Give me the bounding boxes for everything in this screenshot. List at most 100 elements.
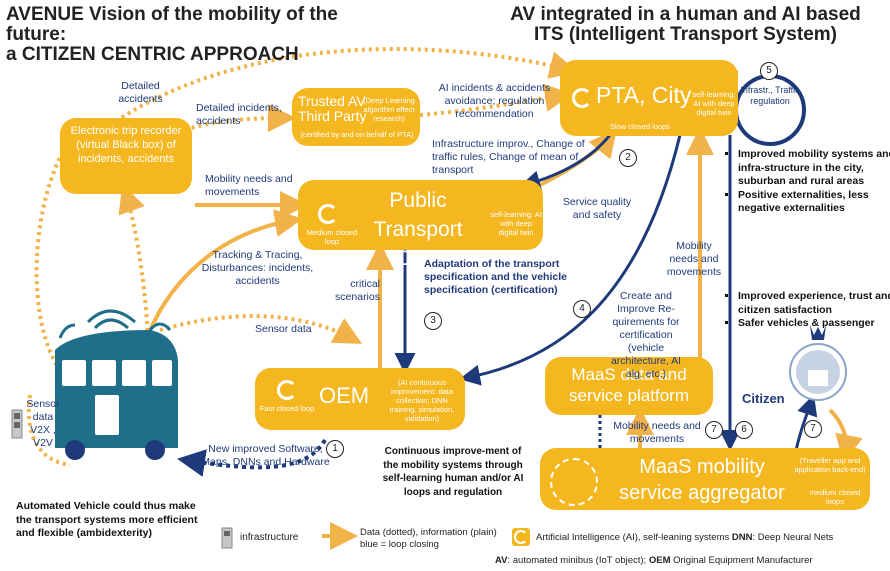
label-adaptation: Adaptation of the transport specificatio… (424, 258, 567, 296)
recorder-text: Electronic trip recorder (virtual Black … (70, 125, 182, 165)
ai-recycle-icon (572, 88, 592, 108)
legend-ai-line: Artificial Intelligence (AI), self-leani… (536, 532, 833, 543)
num-4: 4 (573, 300, 591, 318)
legend-av-rest: : automated minibus (IoT object); (507, 555, 647, 566)
ai-recycle-icon (514, 530, 528, 544)
pto-left: Medium closed loop (306, 228, 358, 246)
trusted-av-side: (Deep Learning algorithm effect research… (363, 96, 415, 123)
bullet-item: Positive externalities, less negative ex… (738, 189, 890, 216)
arc-bus-to-pto (159, 314, 363, 344)
ai-recycle-icon (277, 380, 297, 400)
infra-text: Infrastr., Traffic regulation (740, 85, 800, 106)
bullet-item: Improved mobility systems and infra-stru… (738, 148, 890, 189)
label-infra-improv: Infrastructure improv., Change of traffi… (432, 138, 585, 176)
label-create-improve: Create and Improve Re-quirements for cer… (610, 290, 682, 380)
maas-platform-line2: service platform (569, 386, 689, 405)
pto-title: Public Transport Operator (343, 186, 493, 273)
navy-pta-to-pto (519, 134, 612, 191)
citizen-icon (789, 325, 847, 401)
legend-dnn-rest: : Deep Neural Nets (752, 532, 834, 543)
pto-title-line1: Public Transport (373, 189, 463, 241)
maas-agg-line1: MaaS mobility (639, 456, 765, 478)
pto-title-line2: Operator (396, 247, 480, 270)
legend-oem-bold: OEM (648, 555, 671, 566)
oem-title: OEM (319, 383, 370, 408)
num-3: 3 (424, 312, 442, 330)
legend-infra-icon (221, 527, 233, 549)
oem-side: (AI continuous improvement: data collect… (389, 378, 455, 423)
label-service-quality: Service quality and safety (562, 196, 632, 221)
bullet-item: Safer vehicles & passenger (738, 317, 890, 331)
trusted-av-title-line1: Trusted AV (298, 93, 366, 109)
label-ai-incidents: AI incidents & accidents avoidance; regu… (438, 82, 551, 120)
num-5: 5 (760, 62, 778, 80)
legend-oem-rest: Original Equipment Manufacturer (673, 555, 813, 566)
num-6: 6 (735, 421, 753, 439)
num-1: 1 (326, 440, 344, 458)
label-mobility-needs-2: Mobility needs and movements (666, 240, 722, 278)
maas-platform-box: MaaS data and service platform (545, 357, 713, 415)
label-tracking: Tracking & Tracing, Disturbances: incide… (201, 249, 314, 287)
arc-bus-to-recorder (118, 184, 150, 339)
pta-box: PTA, City self-learning: AI with deep di… (560, 60, 738, 136)
label-mobility-needs-3: Mobility needs and movements (613, 420, 701, 445)
oem-box: Fast closed loop OEM (AI continuous impr… (255, 368, 465, 430)
trusted-av-sub: (certified by and on behalf of PTA) (300, 130, 414, 139)
label-sensor-v2x: Sensor data V2X , V2V (26, 398, 60, 449)
label-detailed-incidents: Detailed incidents, accidents (196, 102, 282, 127)
maas-agg-title: MaaS mobility service aggregator (612, 454, 792, 506)
bullet-item: Improved experience, trust and citizen s… (738, 290, 890, 317)
maas-agg-line2: service aggregator (619, 482, 785, 504)
bullets-top: Improved mobility systems and infra-stru… (726, 148, 890, 216)
bus-icon (55, 309, 178, 460)
recorder-box: Electronic trip recorder (virtual Black … (60, 118, 192, 194)
network-icon (550, 458, 598, 506)
ai-recycle-icon (318, 204, 338, 224)
arc-trusted-to-pta (419, 83, 573, 117)
maas-agg-side: (Traveller app and application back-end) (794, 456, 866, 474)
num-7a: 7 (705, 421, 723, 439)
maas-agg-sub: medium closed loops (809, 488, 861, 506)
legend-ai-prefix: Artificial Intelligence (AI), self-leani… (536, 532, 730, 543)
bullets-bottom: Improved experience, trust and citizen s… (726, 290, 890, 331)
title-right-line2: ITS (Intelligent Transport System) (534, 24, 837, 45)
continuous-text: Continuous improve-ment of the mobility … (382, 446, 524, 498)
line-tracking (146, 209, 303, 336)
arc-recorder-to-trusted (184, 104, 296, 133)
navy-pta-to-oem (459, 134, 682, 386)
label-new-software: New improved Software, Maps, DNNs and Ha… (201, 443, 330, 468)
title-right: AV integrated in a human and AI based IT… (488, 5, 883, 45)
label-citizen: Citizen (742, 391, 785, 406)
num-7b: 7 (804, 420, 822, 438)
arc-recorder-to-pta (108, 47, 578, 127)
label-sensor: Sensor data (255, 323, 312, 335)
maas-platform-line1: MaaS data and (571, 365, 687, 384)
label-mobility-needs: Mobility needs and movements (205, 173, 293, 198)
pto-side: self-learning: AI with deep digital twin (490, 210, 542, 237)
bottom-left-text: Automated Vehicle could thus make the tr… (16, 500, 198, 539)
pta-side: self-learning: AI with deep digital twin (692, 90, 736, 117)
maas-aggregator-box: MaaS mobility service aggregator (Travel… (540, 448, 870, 510)
oem-left: Fast closed loop (259, 404, 315, 413)
arc-bus-left (34, 138, 72, 372)
trusted-av-title-line2: Third Party (298, 108, 367, 124)
trusted-av-title: Trusted AV Third Party (298, 94, 366, 124)
legend-av-line: AV: automated minibus (IoT object); OEM … (495, 555, 813, 566)
title-right-line1: AV integrated in a human and AI based (510, 4, 861, 25)
title-left: AVENUE Vision of the mobility of the fut… (6, 5, 366, 65)
pta-title: PTA, City (596, 82, 692, 108)
sensor-pole-icon (11, 409, 23, 439)
title-left-line2: a CITIZEN CENTRIC APPROACH (6, 44, 299, 65)
trusted-av-box: Trusted AV Third Party (Deep Learning al… (292, 88, 420, 146)
legend-dnn-bold: DNN (731, 532, 753, 543)
num-2: 2 (619, 149, 637, 167)
label-detailed-accidents: Detailed accidents (118, 80, 163, 105)
label-critical: critical scenarios (335, 278, 380, 303)
legend-av-bold: AV (495, 555, 508, 566)
title-left-line1: AVENUE Vision of the mobility of the fut… (6, 4, 338, 45)
legend-infra-label: infrastructure (240, 532, 299, 543)
legend-data-label: Data (dotted), information (plain) blue … (360, 527, 497, 550)
legend-ai-icon (512, 528, 530, 546)
pta-sub: Slow closed loops (609, 122, 671, 131)
